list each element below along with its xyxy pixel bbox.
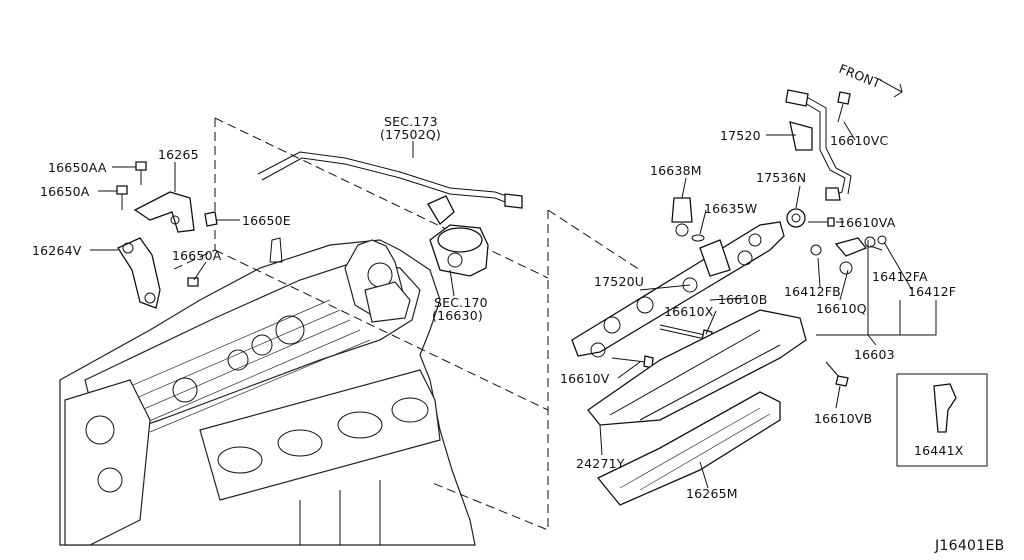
clip-16650e-icon [204,211,218,227]
label-16650a-top: 16650A [40,184,90,199]
bolt-16650aa-icon [135,161,147,185]
label-16650e: 16650E [242,213,291,228]
fuel-rail-17520u [571,221,785,358]
fuel-tube-sec173 [257,151,523,209]
section-boundary-right [429,210,549,531]
label-16610v: 16610V [560,371,610,386]
label-16635w: 16635W [704,201,757,216]
label-16610vc: 16610VC [830,133,889,148]
diagram-code: J16401EB [934,538,1005,554]
label-sec173: SEC.173 [384,114,438,129]
section-boundary-mid [547,209,641,271]
label-17520: 17520 [720,128,761,143]
label-16441x: 16441X [914,443,964,458]
injector-16600-icon [810,235,887,275]
fuel-feed-tube-17520 [785,89,852,201]
section-boundary-upper [214,117,549,279]
bolt-16610vb-icon [825,361,849,387]
front-arrow-icon [879,79,903,98]
label-24271y: 24271Y [576,456,625,471]
label-sec170: SEC.170 [434,295,488,310]
label-16412f: 16412F [908,284,956,299]
bolt-16610va-icon [808,217,835,227]
label-17536n: 17536N [756,170,806,185]
bracket-16264v [117,237,161,309]
label-16265m: 16265M [686,486,738,501]
label-16610b: 16610B [718,292,768,307]
inset-16441x [896,373,988,467]
label-16610va: 16610VA [838,215,896,230]
leader-lines [90,121,937,489]
label-16412fb: 16412FB [784,284,841,299]
label-16650a-bot: 16650A [172,248,222,263]
bolt-16650a-icon [116,185,128,210]
bolt-16610vc-icon [837,91,851,123]
bolt-16610v-icon [611,355,654,369]
label-16610q: 16610Q [816,301,867,316]
label-16603: 16603 [854,347,895,362]
high-pressure-pump-sec170 [427,195,489,277]
fuel-pressure-sensor-16638m-icon [671,197,693,237]
o-ring-16635w-icon [691,234,705,242]
label-16265: 16265 [158,147,199,162]
label-16264v: 16264V [32,243,82,258]
protector-24271y [587,309,807,426]
insulator-16265m [596,391,781,506]
label-16610vb: 16610VB [814,411,872,426]
label-front: FRONT [837,61,883,91]
label-16650aa: 16650AA [48,160,107,175]
label-16638m: 16638M [650,163,702,178]
label-sec170-ref: (16630) [432,308,483,323]
engine-cylinder-head [59,237,476,546]
label-16412fa: 16412FA [872,269,928,284]
label-17520u: 17520U [594,274,644,289]
section-boundary-lower [214,249,549,411]
damper-17536n-icon [786,208,806,228]
bracket-16265 [133,191,195,233]
label-16610x: 16610X [664,304,714,319]
label-sec173-ref: (17502Q) [380,127,441,142]
bolt-16650a-lower-icon [187,277,199,287]
